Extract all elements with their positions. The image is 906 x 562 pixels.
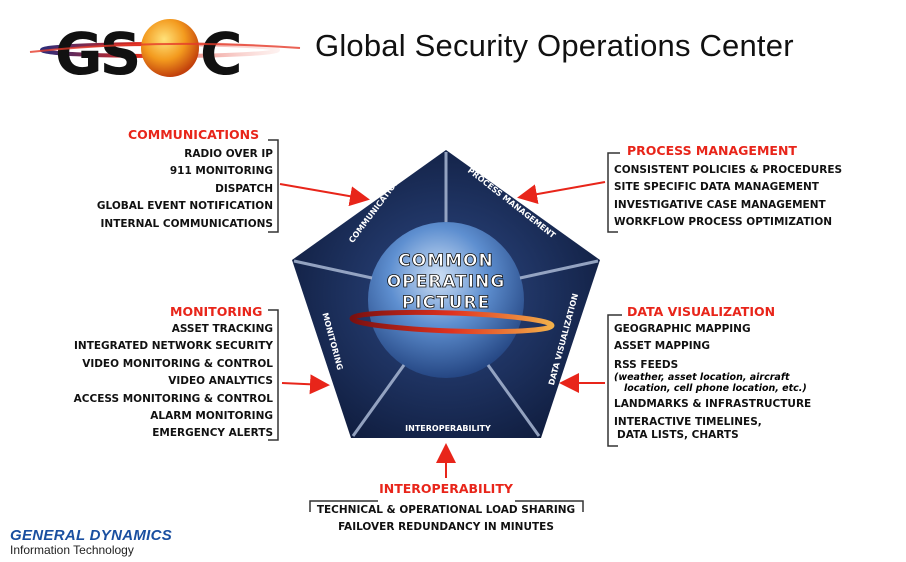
interoperability-list: TECHNICAL & OPERATIONAL LOAD SHARING FAI… [0, 502, 892, 537]
center-line-2: OPERATING [387, 272, 506, 292]
list-item: INTERNAL COMMUNICATIONS [100, 217, 274, 230]
monitoring-title: MONITORING [170, 304, 263, 319]
globe [368, 222, 524, 378]
list-item: TECHNICAL & OPERATIONAL LOAD SHARING [316, 504, 576, 516]
logo-letter-c: C [200, 20, 243, 88]
data-visualization-title: DATA VISUALIZATION [627, 304, 776, 319]
division-label: Information Technology [10, 543, 134, 557]
list-item: EMERGENCY ALERTS [152, 427, 273, 440]
gsoc-logo: GS C [29, 19, 301, 88]
list-item: INVESTIGATIVE CASE MANAGEMENT [614, 198, 826, 211]
rss-note-line-2: location, cell phone location, etc.) [624, 382, 807, 394]
rss-note-line-1: (weather, asset location, aircraft [614, 371, 790, 383]
center-line-3: PICTURE [402, 293, 490, 313]
communications-title: COMMUNICATIONS [128, 127, 260, 142]
process-management-list: CONSISTENT POLICIES & PROCEDURES SITE SP… [614, 162, 842, 232]
segment-interoperability: INTEROPERABILITY [405, 424, 491, 433]
page-title: Global Security Operations Center [315, 28, 794, 63]
list-item: ASSET TRACKING [171, 323, 273, 335]
arrows [279, 181, 606, 478]
list-item: GEOGRAPHIC MAPPING [614, 323, 751, 335]
list-item: DISPATCH [215, 182, 273, 195]
center-line-1: COMMON [398, 251, 493, 271]
list-item: GLOBAL EVENT NOTIFICATION [96, 200, 273, 213]
list-item: VIDEO MONITORING & CONTROL [82, 357, 273, 370]
list-item: DATA LISTS, CHARTS [617, 429, 739, 442]
list-item: 911 MONITORING [169, 165, 273, 178]
list-item: ALARM MONITORING [150, 410, 273, 423]
general-dynamics-logo: GENERAL DYNAMICS [10, 527, 173, 544]
list-item: INTEGRATED NETWORK SECURITY [74, 340, 273, 353]
list-item: WORKFLOW PROCESS OPTIMIZATION [614, 216, 833, 229]
list-item: VIDEO ANALYTICS [168, 375, 273, 388]
list-item: RSS FEEDS [614, 358, 679, 371]
logo-letters-gs: GS [55, 20, 138, 88]
list-item: ACCESS MONITORING & CONTROL [73, 392, 273, 405]
list-item: INTERACTIVE TIMELINES, [614, 416, 762, 429]
list-item: SITE SPECIFIC DATA MANAGEMENT [614, 181, 819, 194]
list-item: CONSISTENT POLICIES & PROCEDURES [614, 164, 843, 176]
communications-list: RADIO OVER IP 911 MONITORING DISPATCH GL… [97, 146, 273, 233]
brackets [268, 139, 622, 512]
list-item: ASSET MAPPING [614, 340, 711, 353]
interoperability-title: INTEROPERABILITY [379, 481, 513, 496]
data-visualization-list: GEOGRAPHIC MAPPING ASSET MAPPING RSS FEE… [614, 321, 811, 442]
list-item: LANDMARKS & INFRASTRUCTURE [614, 397, 812, 410]
list-item: FAILOVER REDUNDANCY IN MINUTES [338, 521, 554, 534]
globe-icon [141, 19, 199, 77]
process-management-title: PROCESS MANAGEMENT [627, 143, 797, 158]
monitoring-list: ASSET TRACKING INTEGRATED NETWORK SECURI… [74, 321, 273, 443]
list-item: RADIO OVER IP [184, 148, 273, 160]
